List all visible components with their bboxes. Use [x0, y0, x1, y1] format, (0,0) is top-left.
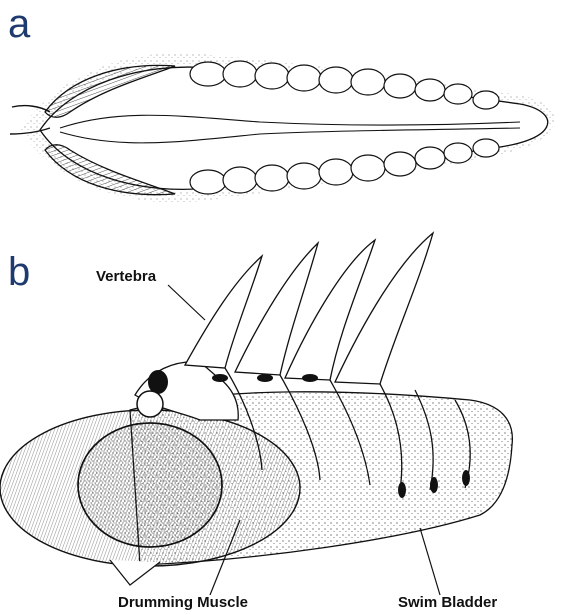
- panel-b-keel: [110, 560, 160, 585]
- panel-b-letter: b: [8, 252, 30, 292]
- vertebra-leader-line: [168, 285, 205, 320]
- swim-bladder-label: Swim Bladder: [398, 594, 497, 611]
- panel-b-centrum: [137, 391, 163, 417]
- panel-a-letter: a: [8, 4, 30, 44]
- panel-a-drawing: [10, 53, 554, 203]
- panel-b-neural-spines: [185, 233, 433, 384]
- panel-b-drawing: [0, 233, 512, 595]
- swim-bladder-leader-line: [420, 528, 440, 595]
- vertebra-label: Vertebra: [96, 268, 156, 285]
- drumming-muscle-label: Drumming Muscle: [118, 594, 248, 611]
